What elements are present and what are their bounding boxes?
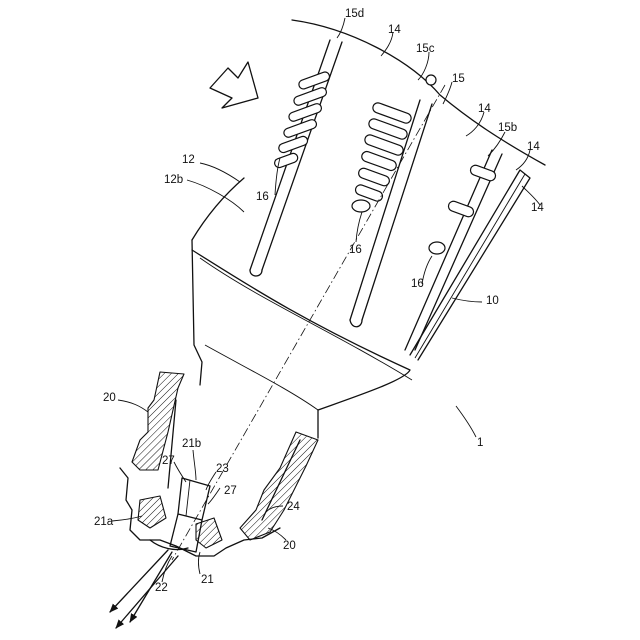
label-10: 10 bbox=[486, 295, 499, 307]
flow-direction-arrow bbox=[210, 62, 258, 108]
label-16-left: 16 bbox=[256, 191, 269, 203]
label-15d: 15d bbox=[345, 8, 364, 20]
label-21: 21 bbox=[201, 574, 214, 586]
left-cross-section-hatch bbox=[132, 372, 184, 470]
tip-hatch-left bbox=[138, 496, 166, 528]
leader-lines bbox=[112, 18, 540, 582]
label-1: 1 bbox=[477, 437, 483, 449]
label-27-right: 27 bbox=[224, 485, 237, 497]
label-15: 15 bbox=[452, 73, 465, 85]
frame-right bbox=[410, 170, 530, 360]
center-plug bbox=[178, 478, 210, 520]
label-22: 22 bbox=[155, 582, 168, 594]
grille-left-side bbox=[192, 178, 244, 240]
right-cross-section-hatch bbox=[240, 432, 318, 540]
label-20-bottom: 20 bbox=[283, 540, 296, 552]
rib-right bbox=[405, 150, 492, 350]
label-24: 24 bbox=[287, 501, 300, 513]
label-21b: 21b bbox=[182, 438, 201, 450]
label-12: 12 bbox=[182, 154, 195, 166]
label-14-top: 14 bbox=[388, 24, 401, 36]
label-20-top: 20 bbox=[103, 392, 116, 404]
label-16-right: 16 bbox=[411, 278, 424, 290]
label-12b: 12b bbox=[164, 174, 183, 186]
label-15b: 15b bbox=[498, 122, 517, 134]
label-14-right: 14 bbox=[527, 141, 540, 153]
nozzle-tip-arc bbox=[150, 540, 188, 550]
center-axis bbox=[172, 85, 445, 560]
label-27-left: 27 bbox=[162, 455, 175, 467]
label-16-mid: 16 bbox=[349, 244, 362, 256]
label-23: 23 bbox=[216, 463, 229, 475]
spray-arrows bbox=[110, 550, 178, 628]
label-15c: 15c bbox=[416, 43, 435, 55]
label-21a: 21a bbox=[94, 516, 114, 528]
label-14-mid: 14 bbox=[478, 103, 491, 115]
label-14-far: 14 bbox=[531, 202, 544, 214]
nozzle-left-side bbox=[192, 240, 202, 385]
